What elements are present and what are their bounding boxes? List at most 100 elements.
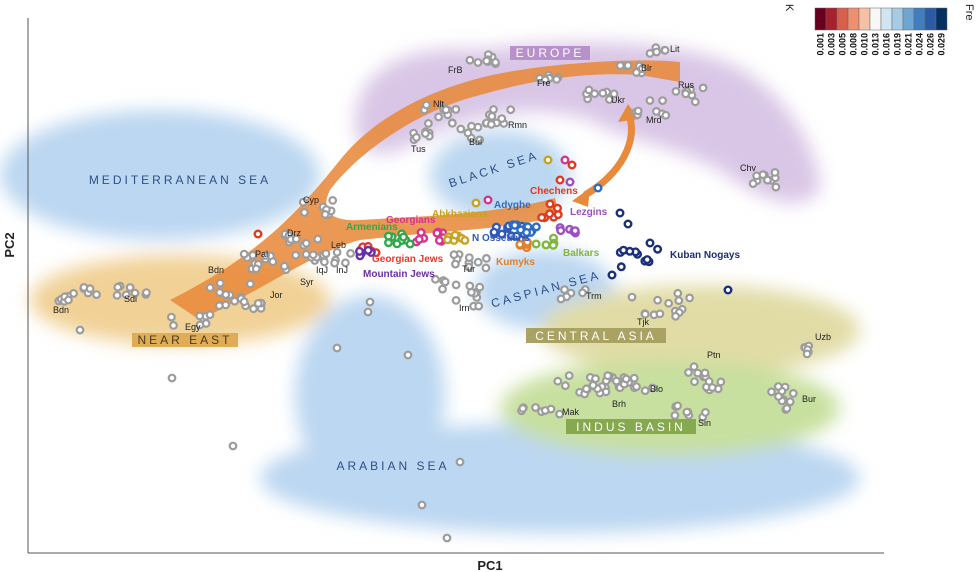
reference-point [205,310,215,320]
reference-point [612,376,621,386]
reference-point [464,262,474,272]
legend-tick-label: 0.003 [827,33,837,56]
reference-point [403,350,413,360]
group-label-adyghe: Adyghe [494,200,531,211]
reference-point [451,296,461,305]
reference-point [473,58,483,67]
reference-point [268,257,278,267]
pop-label-drz: Drz [287,228,301,238]
legend-tick-label: 0.019 [893,33,903,56]
group-point [489,227,499,237]
reference-point [422,100,431,110]
group-point [432,228,442,238]
group-point [460,235,470,245]
pop-label-sdi: Sdi [124,294,137,304]
reference-point [121,290,131,300]
pop-label-frb: FrB [448,65,463,75]
central-asia-label: CENTRAL ASIA [535,329,657,343]
reference-point [141,288,151,298]
reference-point [774,392,783,401]
reference-point [130,288,140,298]
reference-point [748,179,758,189]
group-point [414,234,424,244]
reference-point [661,110,671,120]
legend-tick-label: 0.005 [838,33,848,56]
reference-point [489,105,498,114]
group-label-georgian-jews: Georgian Jews [372,254,444,265]
pop-label-bdn-2: Bdn [53,305,69,315]
reference-point [253,299,263,308]
pop-label-brh: Brh [612,399,626,409]
reference-point [417,500,427,510]
reference-point [475,282,485,292]
legend-swatch [902,7,915,31]
reference-point [674,296,684,306]
pop-label-fre: Fre [537,78,551,88]
group-point [555,175,565,185]
legend-swatch [825,7,838,31]
group-point [510,220,520,230]
europe-label: EUROPE [516,46,585,60]
reference-point [771,182,781,192]
reference-point [320,209,330,219]
reference-point [465,281,475,291]
reference-point [441,105,451,115]
group-point [565,177,575,187]
reference-point [556,294,566,304]
central-asia-box [526,328,666,343]
reference-point [455,457,465,467]
reference-point [301,249,311,259]
group-point [434,235,444,245]
arabian-label: ARABIAN SEA [336,459,449,473]
reference-point [690,97,700,107]
reference-point [169,321,178,330]
pop-label-ptn: Ptn [707,350,721,360]
reference-point [228,441,238,451]
reference-point [424,118,433,128]
reference-point [221,290,231,300]
reference-point [464,253,474,263]
group-point [512,231,522,241]
black-sea-blob [430,130,570,220]
reference-point [540,406,550,415]
legend-tick-label: 0.024 [915,33,925,56]
group-point [399,232,409,242]
reference-point [482,56,492,66]
reference-point [632,68,641,77]
reference-point [431,274,440,284]
legend-tick-label: 0.026 [926,33,936,56]
reference-point [280,261,289,271]
reference-point [785,397,795,407]
reference-point [251,264,261,274]
reference-point [648,383,657,393]
group-point [723,285,733,295]
reference-point [166,312,176,322]
reference-point [308,250,318,260]
reference-point [113,282,123,292]
indus-box [566,419,696,434]
group-point [545,199,555,209]
reference-point [239,249,249,259]
group-point [545,209,555,219]
group-point [522,237,532,247]
axes: PC1 PC2 [2,18,884,572]
reference-point [447,118,457,128]
group-point [653,244,663,254]
group-point [567,160,577,170]
reference-point [664,298,673,308]
pop-label-tus: Tus [411,144,426,154]
reference-point [261,251,270,260]
reference-point [633,106,643,116]
group-label-n-ossetians: N Ossetians [472,233,530,244]
reference-point [540,75,550,85]
legend-swatch [847,7,860,31]
group-label-lezgins: Lezgins [570,207,608,218]
group-point [645,238,655,248]
legend-title-cut-right: Fre [963,4,975,21]
reference-point [195,320,205,330]
reference-point [660,45,670,55]
pop-label-ukr: Ukr [611,95,625,105]
reference-point [763,175,772,185]
group-point [253,229,263,239]
